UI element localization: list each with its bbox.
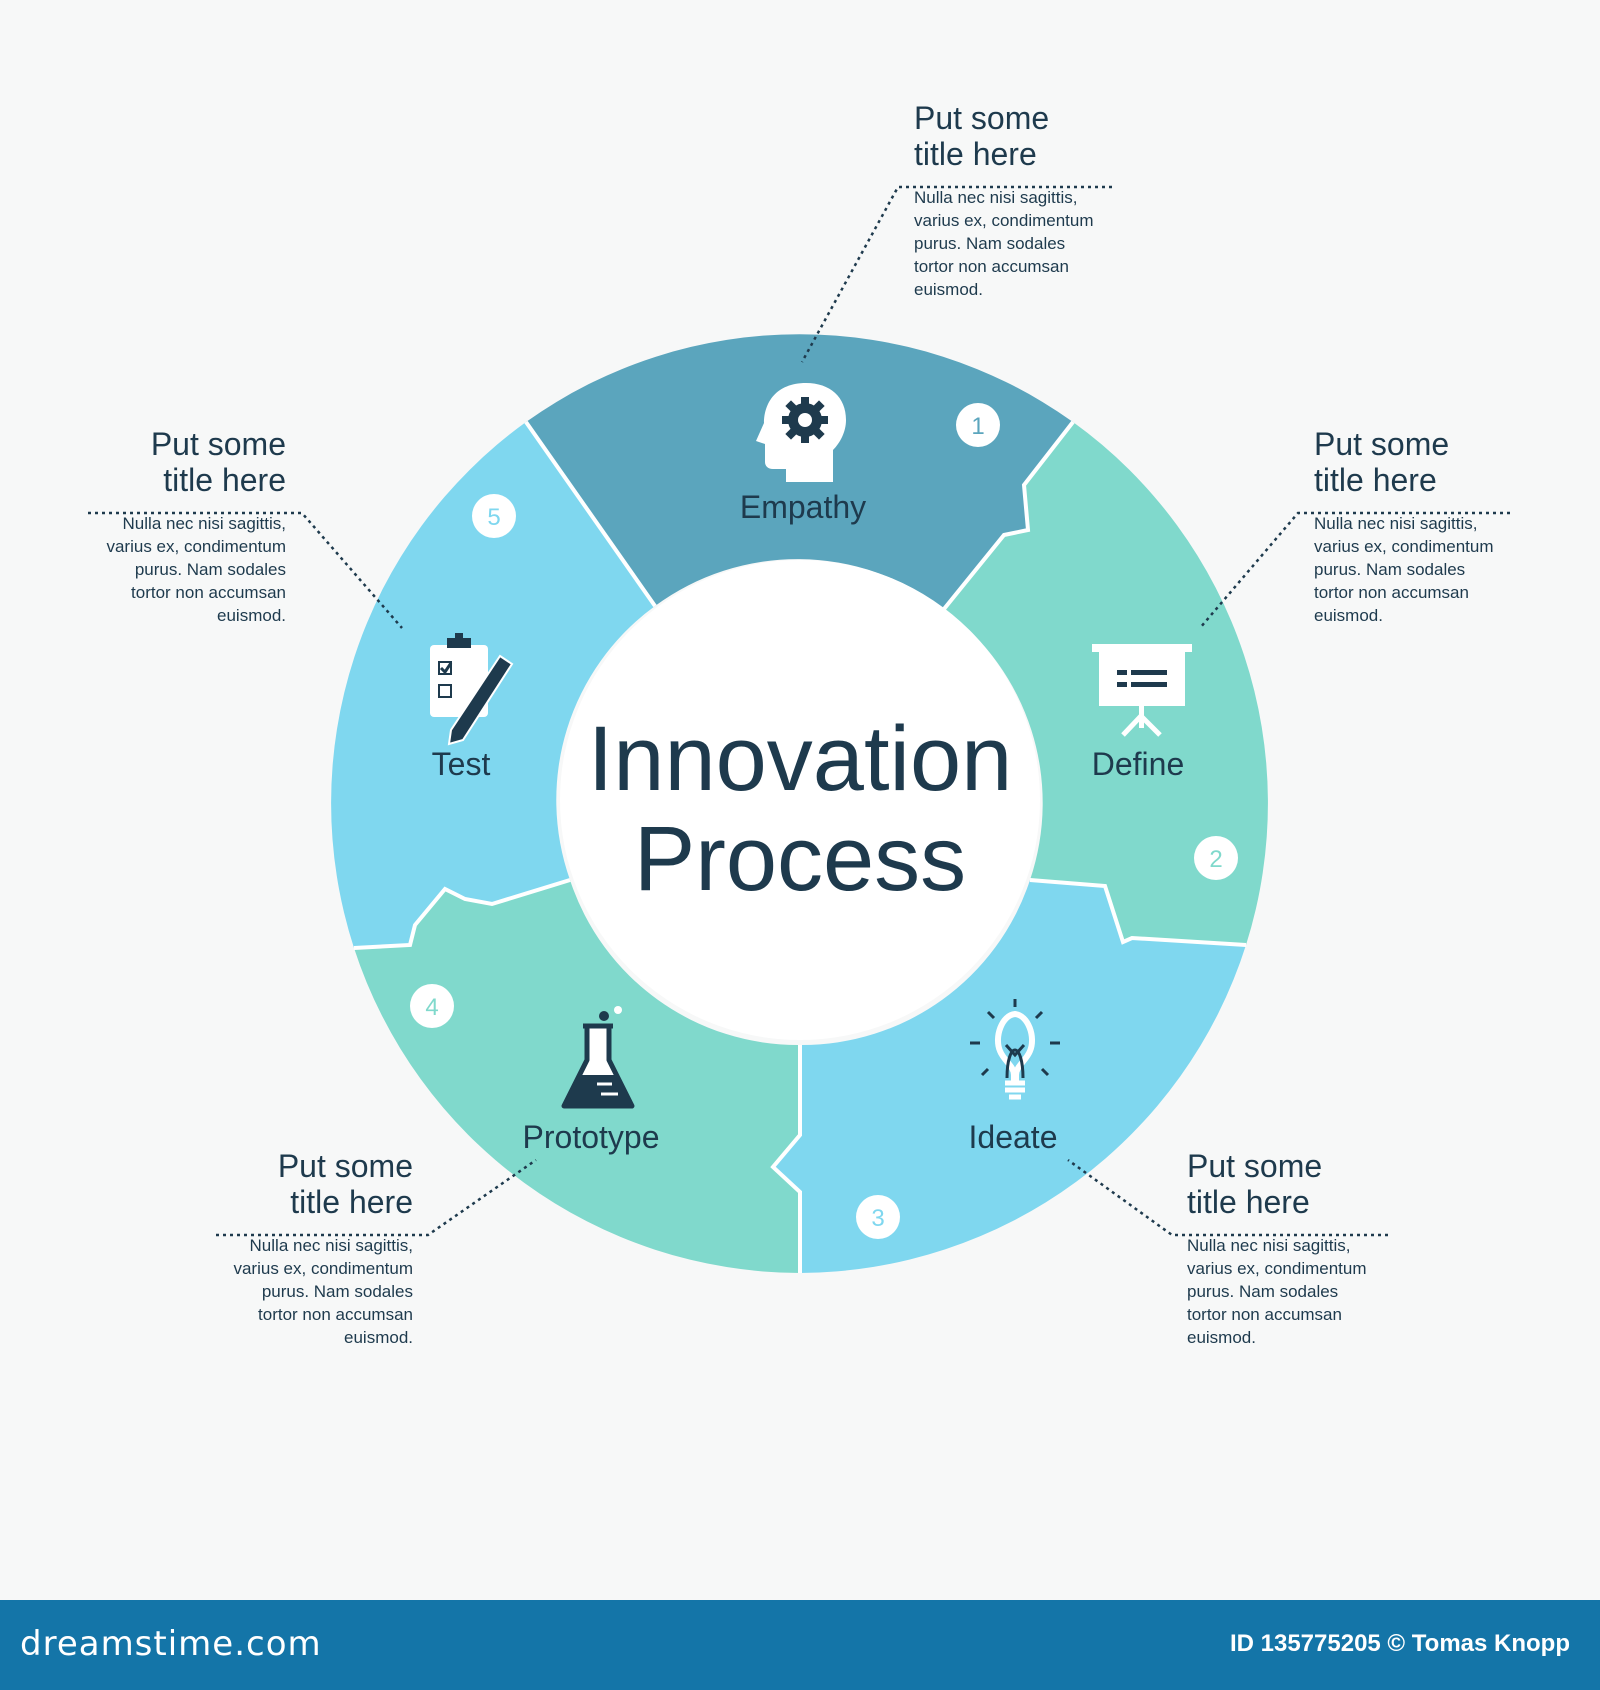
callout-text: Nulla nec nisi sagittis, varius ex, cond… — [914, 186, 1144, 301]
callout-title-line2: title here — [1314, 462, 1437, 498]
center-circle — [560, 560, 1040, 1040]
callout-text-line: tortor non accumsan — [1187, 1305, 1342, 1324]
flask-icon — [561, 1006, 635, 1109]
center-title-line1: Innovation — [588, 708, 1013, 810]
number-badge-2: 2 — [1194, 836, 1238, 880]
segment-label-define: Define — [1092, 746, 1185, 782]
callout-title-line1: Put some — [1314, 426, 1450, 462]
callout-text: Nulla nec nisi sagittis, varius ex, cond… — [56, 512, 286, 627]
callout-text-line: euismod. — [344, 1328, 413, 1347]
number-5: 5 — [487, 504, 500, 531]
callout-title-line1: Put some — [277, 1148, 413, 1184]
callout-text-line: varius ex, condimentum — [914, 211, 1094, 230]
callout-define: Put some title here Nulla nec nisi sagit… — [1314, 426, 1544, 627]
callout-text-line: varius ex, condimentum — [106, 537, 286, 556]
callout-leader-lines — [88, 185, 1510, 1237]
callout-text-line: purus. Nam sodales — [1314, 560, 1466, 579]
leader-empathy — [800, 185, 1112, 363]
number-badge-1: 1 — [956, 403, 1000, 447]
center-title-line2: Process — [634, 808, 966, 910]
head-gear-icon — [756, 383, 846, 482]
footer-credit: ID 135775205 © Tomas Knopp — [1229, 1630, 1570, 1657]
callout-text-line: tortor non accumsan — [914, 257, 1069, 276]
lightbulb-icon — [970, 999, 1060, 1100]
number-4: 4 — [425, 994, 438, 1021]
segment-separators — [353, 420, 1247, 1273]
callout-title: Put some title here — [56, 426, 286, 498]
callout-title-line2: title here — [1187, 1184, 1310, 1220]
callout-text-line: varius ex, condimentum — [233, 1259, 413, 1278]
callout-text-line: Nulla nec nisi sagittis, — [122, 514, 286, 533]
callout-prototype: Put some title here Nulla nec nisi sagit… — [183, 1148, 413, 1349]
callout-text-line: Nulla nec nisi sagittis, — [914, 188, 1078, 207]
callout-title-line2: title here — [290, 1184, 413, 1220]
callout-empathy: Put some title here Nulla nec nisi sagit… — [914, 100, 1144, 301]
callout-text-line: Nulla nec nisi sagittis, — [1314, 514, 1478, 533]
number-3: 3 — [871, 1205, 884, 1232]
callout-text-line: tortor non accumsan — [1314, 583, 1469, 602]
segment-ideate — [773, 880, 1246, 1273]
callout-text: Nulla nec nisi sagittis, varius ex, cond… — [1314, 512, 1544, 627]
callout-title: Put some title here — [1187, 1148, 1417, 1220]
callout-text-line: euismod. — [914, 280, 983, 299]
callout-ideate: Put some title here Nulla nec nisi sagit… — [1187, 1148, 1417, 1349]
callout-text-line: varius ex, condimentum — [1187, 1259, 1367, 1278]
presentation-board-icon — [1092, 644, 1192, 737]
segment-label-test: Test — [432, 746, 491, 782]
callout-text-line: euismod. — [1187, 1328, 1256, 1347]
callout-test: Put some title here Nulla nec nisi sagit… — [56, 426, 286, 627]
callout-title-line2: title here — [163, 462, 286, 498]
callout-text-line: purus. Nam sodales — [261, 1282, 413, 1301]
clipboard-pencil-icon — [430, 633, 514, 746]
leader-ideate — [1067, 1158, 1388, 1237]
callout-text-line: Nulla nec nisi sagittis, — [249, 1236, 413, 1255]
callout-text: Nulla nec nisi sagittis, varius ex, cond… — [1187, 1234, 1417, 1349]
number-badge-5: 5 — [472, 494, 516, 538]
number-badge-3: 3 — [856, 1195, 900, 1239]
callout-title: Put some title here — [183, 1148, 413, 1220]
callout-text: Nulla nec nisi sagittis, varius ex, cond… — [183, 1234, 413, 1349]
segment-label-prototype: Prototype — [523, 1119, 660, 1155]
number-1: 1 — [971, 413, 984, 440]
callout-title: Put some title here — [914, 100, 1144, 172]
callout-text-line: tortor non accumsan — [258, 1305, 413, 1324]
callout-text-line: Nulla nec nisi sagittis, — [1187, 1236, 1351, 1255]
callout-text-line: purus. Nam sodales — [1187, 1282, 1339, 1301]
callout-text-line: tortor non accumsan — [131, 583, 286, 602]
segment-label-ideate: Ideate — [969, 1119, 1058, 1155]
footer-brand[interactable]: dreamstime.com — [20, 1624, 322, 1664]
leader-define — [1199, 511, 1510, 629]
number-badge-4: 4 — [410, 984, 454, 1028]
callout-text-line: purus. Nam sodales — [914, 234, 1066, 253]
callout-title-line1: Put some — [1187, 1148, 1323, 1184]
callout-text-line: euismod. — [217, 606, 286, 625]
callout-title: Put some title here — [1314, 426, 1544, 498]
callout-text-line: euismod. — [1314, 606, 1383, 625]
callout-title-line1: Put some — [914, 100, 1050, 136]
segment-label-empathy: Empathy — [740, 489, 866, 525]
callout-text-line: purus. Nam sodales — [134, 560, 286, 579]
number-2: 2 — [1209, 846, 1222, 873]
leader-prototype — [216, 1158, 537, 1237]
callout-title-line1: Put some — [150, 426, 286, 462]
callout-text-line: varius ex, condimentum — [1314, 537, 1494, 556]
callout-title-line2: title here — [914, 136, 1037, 172]
leader-test — [88, 511, 403, 629]
footer-bar: dreamstime.com ID 135775205 © Tomas Knop… — [0, 1600, 1600, 1690]
